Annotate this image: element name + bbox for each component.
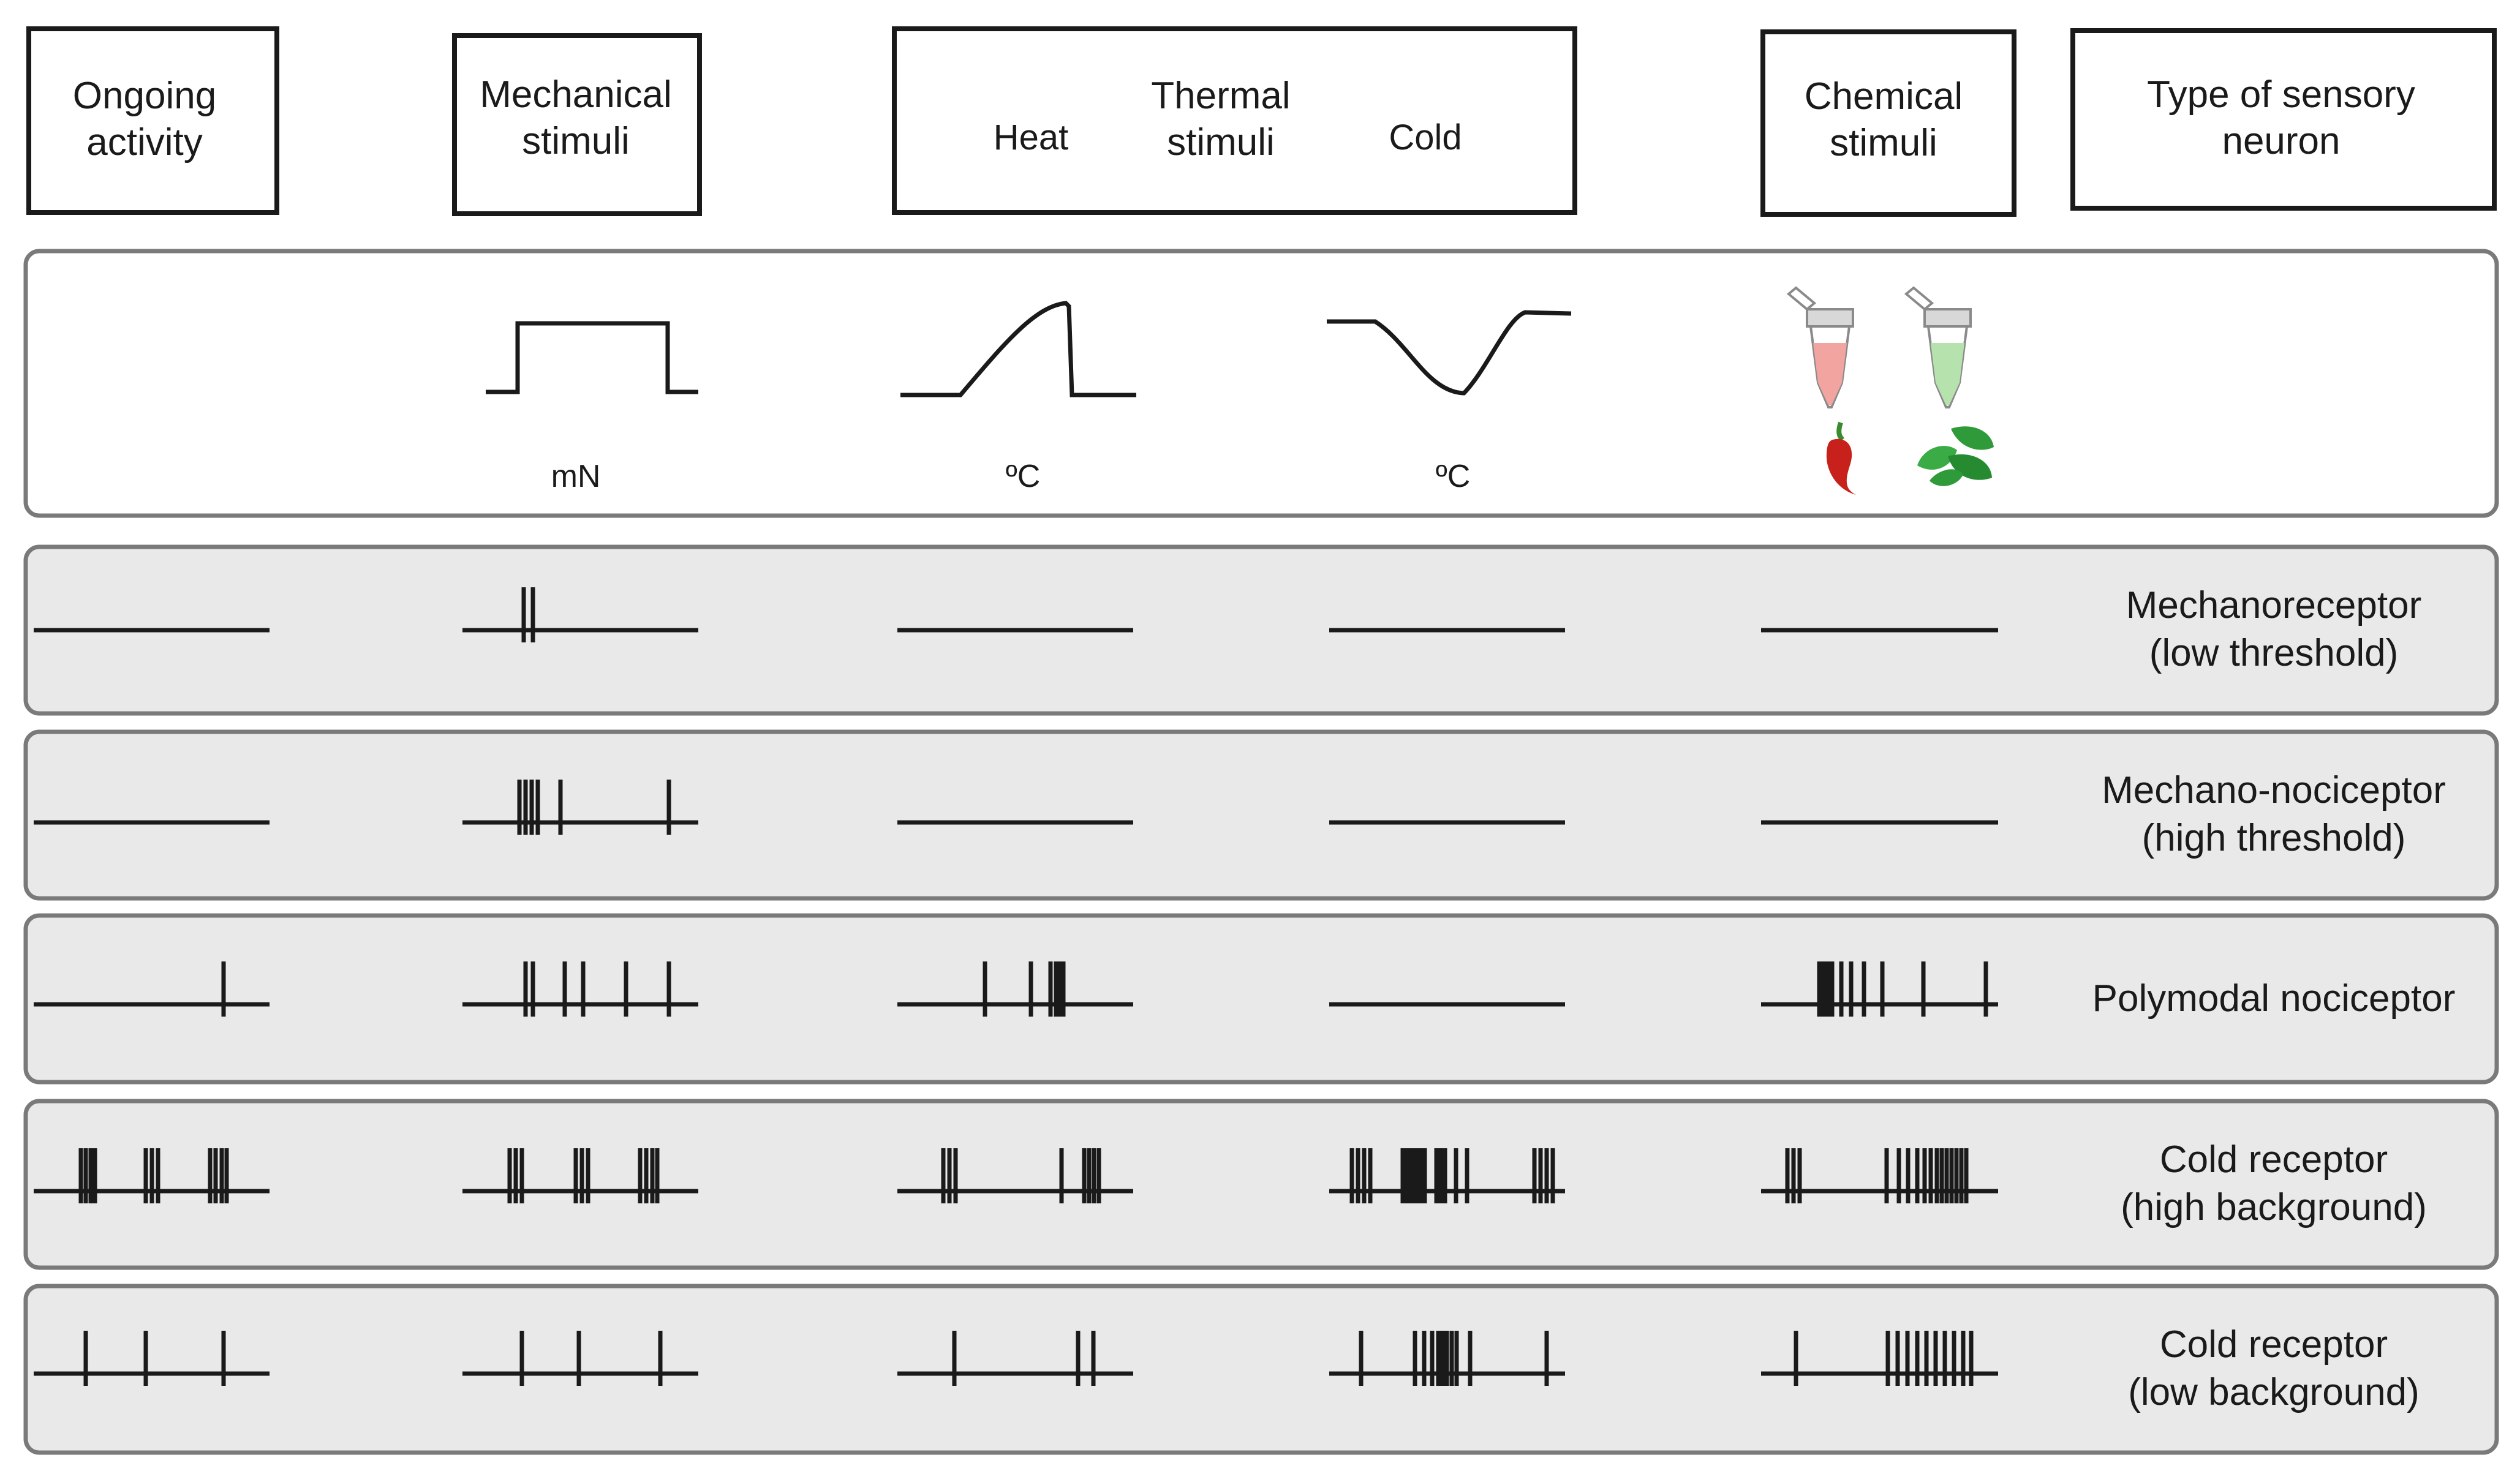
- header-chemical-stimuli: Chemical stimuli: [1760, 29, 2016, 217]
- green-tube-icon: [1904, 286, 1972, 408]
- header-ongoing-line2: activity: [86, 121, 202, 164]
- neuron-row-background: [23, 913, 2499, 1085]
- neuron-row: Mechano-nociceptor (high threshold): [23, 729, 2499, 901]
- cold-unit-label: ºC: [1436, 459, 1471, 494]
- spike-trace-chemical: [1761, 1148, 1998, 1203]
- header-thermal-line2: stimuli: [1167, 121, 1275, 164]
- spike-trace-cold: [1329, 1331, 1565, 1386]
- neuron-type-label: (high background): [2121, 1186, 2427, 1228]
- neuron-row-background: [23, 1284, 2499, 1455]
- spike-trace-ongoing: [34, 1331, 270, 1386]
- stimulus-panel: mN ºC ºC: [23, 249, 2499, 518]
- neuron-type-label: Mechano-nociceptor: [2102, 769, 2446, 811]
- spike-trace-mechanical: [462, 1148, 698, 1203]
- neuron-type-label: Cold receptor: [2160, 1323, 2388, 1366]
- neuron-row-background: [23, 544, 2499, 716]
- header-thermal-stimuli: Thermal stimuli Heat Cold: [892, 26, 1577, 215]
- spike-trace-chemical: [1761, 1331, 1998, 1386]
- header-mechanical-line2: stimuli: [522, 120, 630, 162]
- spike-trace-ongoing: [34, 961, 270, 1017]
- neuron-row-background: [23, 1099, 2499, 1270]
- mechanical-step-waveform: [486, 321, 698, 394]
- spike-trace-chemical: [1761, 961, 1998, 1017]
- header-type-line2: neuron: [2222, 120, 2340, 162]
- spike-trace-heat: [897, 961, 1133, 1017]
- heat-ramp-waveform: [900, 301, 1136, 397]
- spike-trace-ongoing: [34, 1148, 270, 1203]
- header-ongoing-activity: Ongoing activity: [26, 26, 279, 215]
- neuron-row: Mechanoreceptor (low threshold): [23, 544, 2499, 716]
- neuron-row-background: [23, 729, 2499, 901]
- header-ongoing-line1: Ongoing: [73, 75, 216, 117]
- spike-trace-mechanical: [462, 587, 698, 642]
- header-mechanical-stimuli: Mechanical stimuli: [452, 33, 702, 216]
- spike-trace-mechanical: [462, 780, 698, 835]
- red-tube-icon: [1786, 286, 1854, 408]
- cold-ramp-waveform: [1327, 310, 1572, 396]
- header-chemical-line1: Chemical: [1805, 75, 1963, 118]
- header-type-line1: Type of sensory: [2147, 73, 2415, 116]
- neuron-row: Polymodal nociceptor: [23, 913, 2499, 1085]
- header-thermal-line1: Thermal: [1151, 75, 1290, 117]
- spike-trace-mechanical: [462, 1331, 698, 1386]
- neuron-rows: Mechanoreceptor (low threshold) Mechano-no…: [23, 544, 2499, 1455]
- heat-unit-label: ºC: [1006, 459, 1041, 494]
- chili-pepper-icon: [1826, 421, 1856, 495]
- spike-trace-heat: [897, 1331, 1133, 1386]
- spike-trace-mechanical: [462, 961, 698, 1017]
- neuron-row: Cold receptor (high background): [23, 1099, 2499, 1270]
- header-heat: Heat: [994, 118, 1069, 157]
- mechanical-unit-label: mN: [551, 459, 601, 494]
- spike-trace-cold: [1329, 1148, 1565, 1203]
- header-type-of-sensory-neuron: Type of sensory neuron: [2070, 28, 2497, 211]
- mint-leaf-icon: [1917, 426, 1994, 486]
- neuron-type-label: (low background): [2128, 1371, 2420, 1413]
- neuron-type-label: Cold receptor: [2160, 1138, 2388, 1181]
- header-cold: Cold: [1389, 118, 1462, 157]
- header-mechanical-line1: Mechanical: [480, 73, 672, 116]
- neuron-type-label: (high threshold): [2142, 817, 2406, 859]
- spike-trace-heat: [897, 1148, 1133, 1203]
- neuron-type-label: Polymodal nociceptor: [2092, 977, 2456, 1020]
- header-chemical-line2: stimuli: [1830, 122, 1937, 164]
- neuron-type-label: (low threshold): [2149, 632, 2399, 674]
- neuron-row: Cold receptor (low background): [23, 1284, 2499, 1455]
- neuron-type-label: Mechanoreceptor: [2126, 584, 2422, 626]
